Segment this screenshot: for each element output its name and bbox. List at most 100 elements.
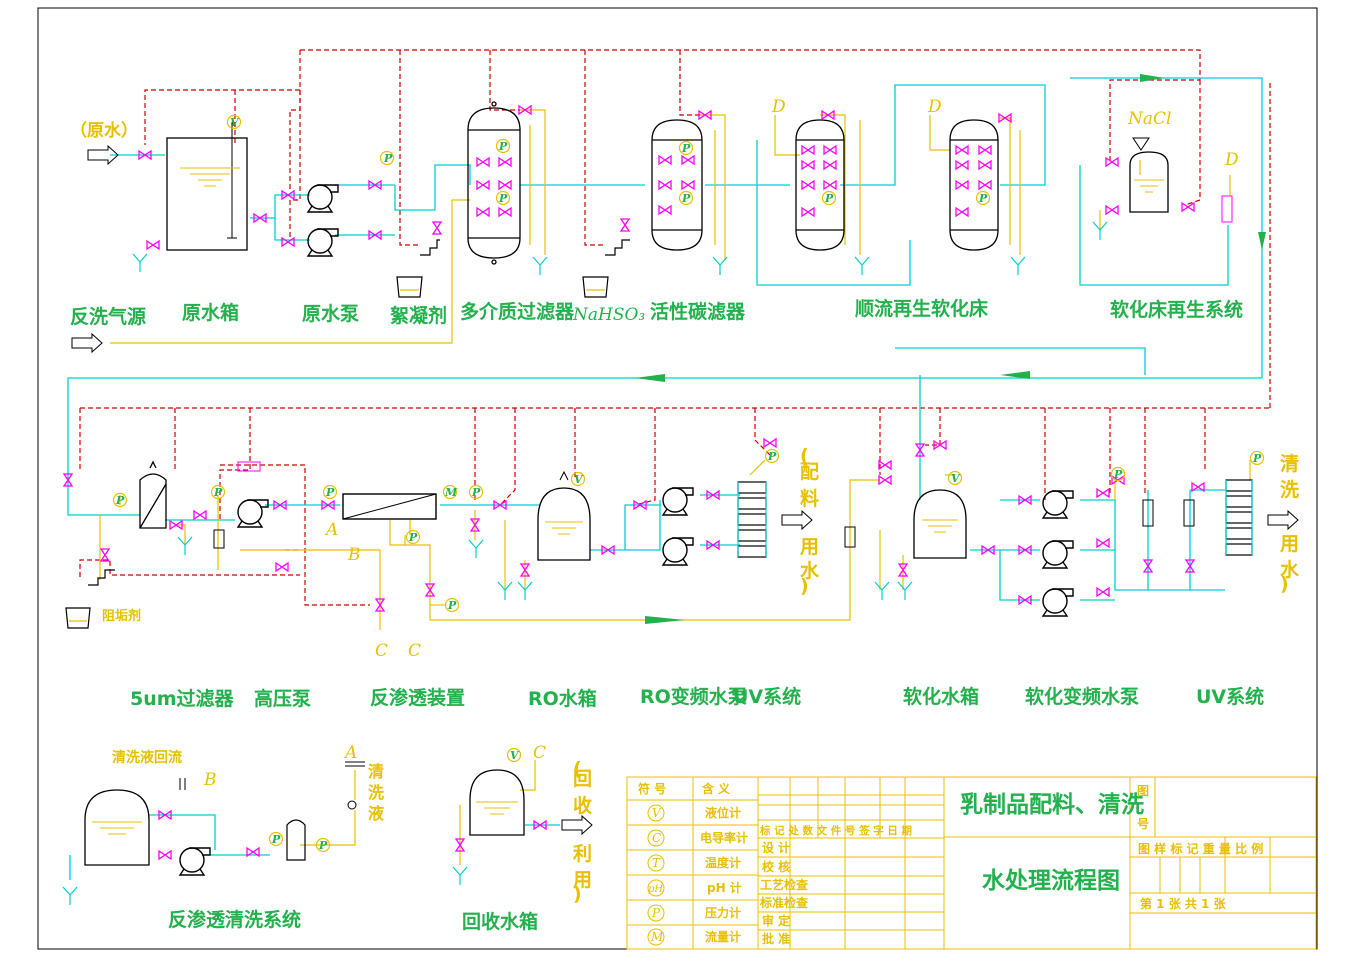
label-d1: D <box>771 97 786 117</box>
cleaning-char-0: 清 <box>1280 452 1299 475</box>
label-ro-cip: 反渗透清洗系统 <box>168 908 301 931</box>
svg-text:P: P <box>681 142 691 155</box>
legend-meaning: pH 计 <box>707 880 742 895</box>
cip-pump[interactable] <box>179 847 211 876</box>
drawing-no-label-2: 号 <box>1137 816 1149 831</box>
svg-text:V: V <box>574 473 584 486</box>
uv-system-2 <box>1225 479 1253 556</box>
batching-char-0: ( <box>800 445 809 467</box>
flow-arrows <box>71 74 1299 836</box>
role-review: 审 定 <box>762 913 790 928</box>
role-process: 工艺检查 <box>760 877 809 892</box>
batching-char-3: 用 <box>800 536 819 558</box>
label-b1: B <box>347 545 361 565</box>
svg-text:P: P <box>325 486 335 499</box>
label-d2: D <box>927 97 942 117</box>
recycle-char-1: 回 <box>573 768 592 790</box>
label-filter-5um: 5um过滤器 <box>130 688 235 710</box>
recovery-tank <box>469 769 525 836</box>
label-regen-system: 软化床再生系统 <box>1110 298 1243 321</box>
cleaning-liquid-char-0: 清 <box>368 762 384 781</box>
label-cleaning-water: 清 洗 用 水 ) <box>1280 452 1300 595</box>
uv-system-1 <box>737 481 767 558</box>
raw-water-pump-2[interactable] <box>307 228 339 257</box>
legend-row: P 压力计 <box>647 904 741 922</box>
label-recycle: ( 回 收 利 用 ) <box>573 758 592 905</box>
title-headers: 图 样 标 记 重 量 比 例 <box>1138 841 1263 856</box>
legend-header-meaning: 含 义 <box>702 781 731 796</box>
batching-char-2: 料 <box>800 487 819 510</box>
label-raw-water: （原水） <box>70 120 138 141</box>
ro-vfd-pump-2[interactable] <box>662 537 694 566</box>
svg-text:V: V <box>510 749 520 762</box>
legend-meaning: 温度计 <box>705 855 741 870</box>
svg-text:V: V <box>230 116 240 129</box>
svg-text:M: M <box>444 486 458 499</box>
legend-row: V 液位计 <box>647 804 741 822</box>
label-soft-tank: 软化水箱 <box>903 685 979 708</box>
soft-vfd-pump-1[interactable] <box>1042 490 1074 519</box>
soft-vfd-pump-3[interactable] <box>1042 588 1074 617</box>
svg-text:P: P <box>978 192 988 205</box>
label-b2: B <box>203 770 217 790</box>
soft-vfd-pump-2[interactable] <box>1042 540 1074 569</box>
batching-char-5: ) <box>800 575 809 597</box>
high-pressure-pump[interactable] <box>237 499 269 528</box>
svg-text:P: P <box>824 192 834 205</box>
ro-vfd-pump-1[interactable] <box>662 487 694 516</box>
role-standard: 标准检查 <box>759 895 809 910</box>
legend: 符 号 含 义 V 液位计 C 电导率计 T 温度计 pH pH 计 P 压力计 <box>638 781 748 946</box>
svg-text:P: P <box>383 152 393 165</box>
cip-tank <box>84 761 365 866</box>
legend-header-symbol: 符 号 <box>638 781 666 796</box>
label-a1: A <box>324 520 338 540</box>
svg-text:P: P <box>767 450 777 463</box>
svg-text:P: P <box>471 486 481 499</box>
label-c3: C <box>533 743 546 763</box>
role-check: 校 核 <box>762 859 790 874</box>
batching-char-4: 水 <box>800 560 820 582</box>
svg-text:P: P <box>1252 452 1262 465</box>
label-multimedia-filter: 多介质过滤器 <box>460 300 575 323</box>
svg-text:P: P <box>498 140 508 153</box>
label-batching-water: ( 配 料 用 水 ) <box>800 445 820 597</box>
label-a2: A <box>343 743 357 763</box>
valves[interactable] <box>63 105 1205 860</box>
label-cleaning-liquid: 清 洗 液 <box>368 762 385 823</box>
cleaning-liquid-char-1: 洗 <box>368 783 384 802</box>
cartridge-filter-5um <box>139 460 167 529</box>
role-approve: 批 准 <box>762 931 790 946</box>
cleaning-char-4: ) <box>1280 573 1289 595</box>
dosing-tanks <box>65 239 630 629</box>
legend-meaning: 流量计 <box>705 929 741 944</box>
label-soft-vfd-pump: 软化变频水泵 <box>1025 685 1139 708</box>
softened-water-tank <box>844 489 1195 559</box>
label-recovery-tank: 回收水箱 <box>462 910 538 933</box>
label-d3: D <box>1224 150 1239 170</box>
carbon-filter-vessel <box>651 119 703 251</box>
legend-row: pH pH 计 <box>647 879 742 897</box>
svg-text:V: V <box>951 472 961 485</box>
label-nacl: NaCl <box>1127 109 1171 129</box>
svg-text:P: P <box>498 192 508 205</box>
svg-text:P: P <box>271 833 281 846</box>
label-uv-2: UV系统 <box>1196 685 1264 708</box>
label-backwash-air: 反洗气源 <box>70 305 146 328</box>
ro-water-tank <box>537 470 591 561</box>
drawing-no-label-1: 图 <box>1137 784 1149 798</box>
svg-text:P: P <box>447 599 457 612</box>
label-carbon-filter: 活性碳滤器 <box>650 300 746 323</box>
raw-water-pump-1[interactable] <box>307 184 339 213</box>
legend-symbol: T <box>652 856 661 870</box>
label-softener: 顺流再生软化床 <box>855 297 988 320</box>
cleaning-char-2: 用 <box>1280 533 1299 555</box>
label-antiscalant: 阻垢剂 <box>102 608 141 624</box>
batching-char-1: 配 <box>800 461 819 483</box>
drawing-title-line2: 水处理流程图 <box>982 867 1120 894</box>
brine-tank <box>1129 137 1233 223</box>
label-uv-1: UV系统 <box>733 685 801 708</box>
legend-symbol: pH <box>648 884 663 895</box>
legend-row: M 流量计 <box>647 928 741 946</box>
legend-meaning: 电导率计 <box>700 830 748 845</box>
